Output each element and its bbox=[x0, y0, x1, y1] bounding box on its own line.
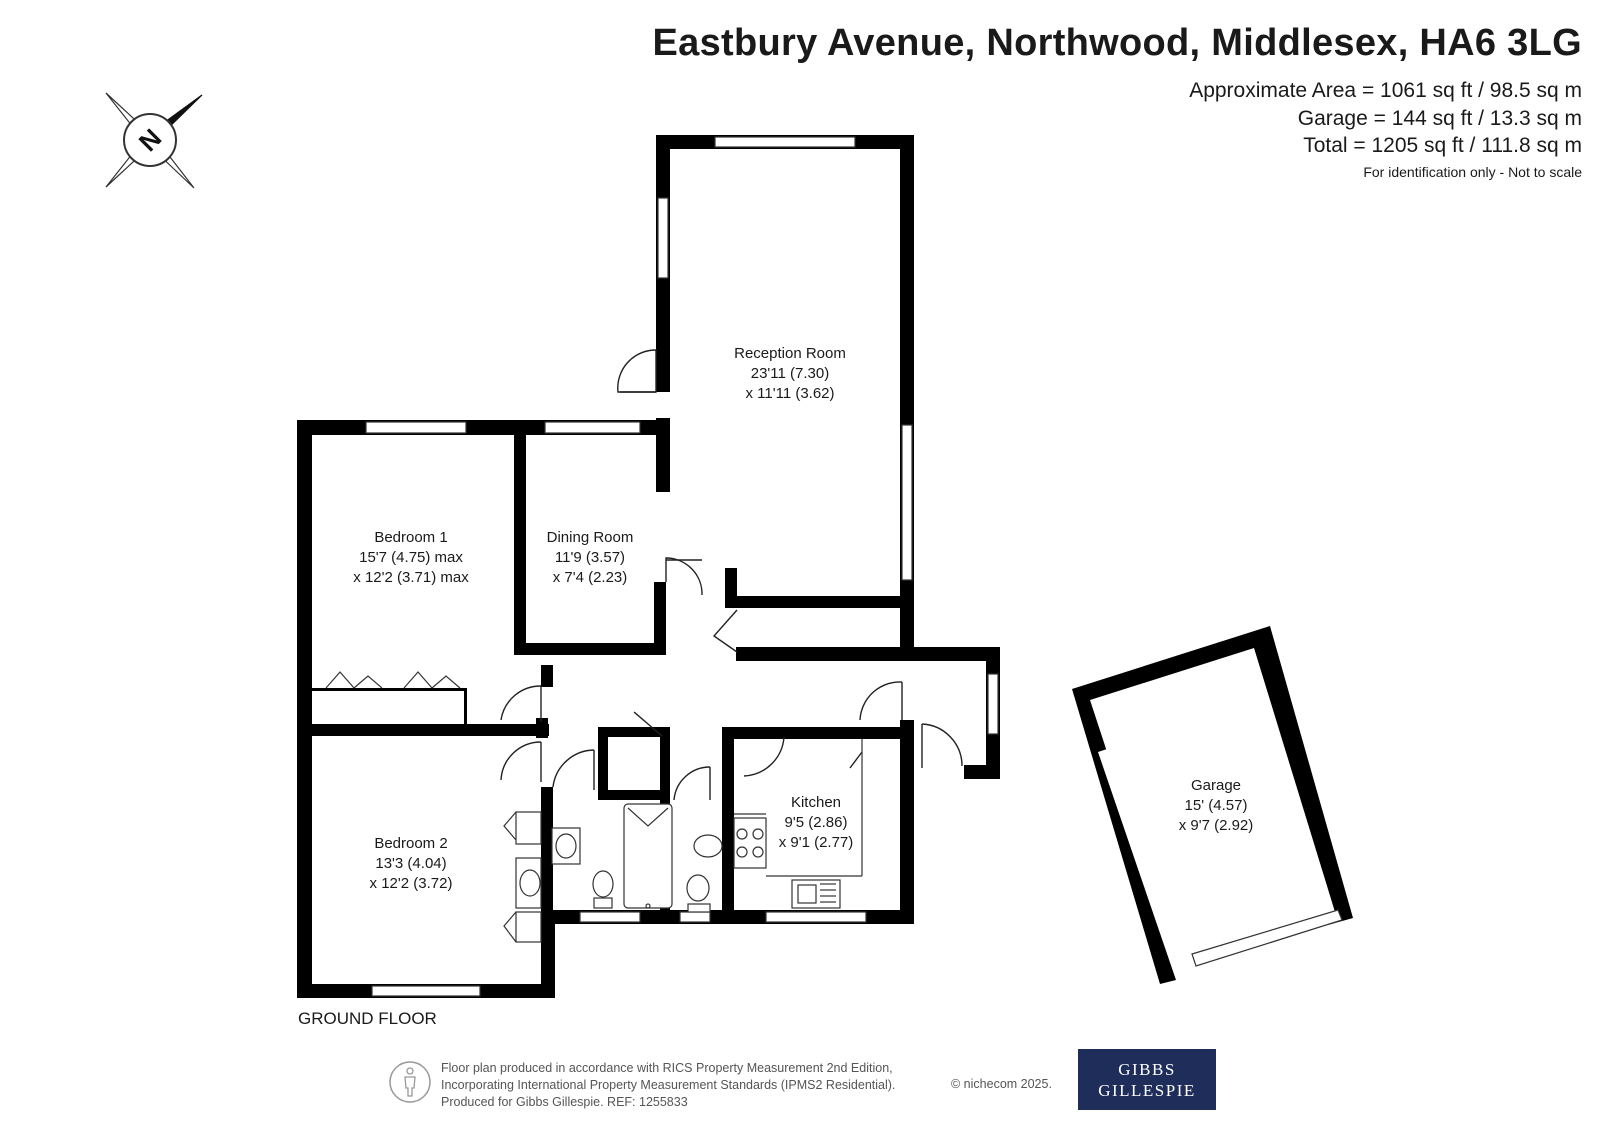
bedroom2-dim2: x 12'2 (3.72) bbox=[370, 875, 453, 892]
north-arrow-icon: N bbox=[105, 92, 203, 189]
reception-room-dim2: x 11'11 (3.62) bbox=[745, 385, 834, 402]
approximate-area: Approximate Area = 1061 sq ft / 98.5 sq … bbox=[1189, 79, 1582, 102]
gibbs-gillespie-logo: GIBBS GILLESPIE bbox=[1078, 1049, 1216, 1110]
property-address-title: Eastbury Avenue, Northwood, Middlesex, H… bbox=[652, 22, 1582, 64]
footer-line-3: Produced for Gibbs Gillespie. REF: 12558… bbox=[441, 1095, 688, 1109]
bedroom1-dim2: x 12'2 (3.71) max bbox=[353, 569, 469, 586]
dining-room-dim2: x 7'4 (2.23) bbox=[553, 569, 628, 586]
room-labels: Reception Room 23'11 (7.30) x 11'11 (3.6… bbox=[353, 345, 1253, 892]
logo-line-1: GIBBS bbox=[1118, 1059, 1176, 1079]
bedroom2-dim1: 13'3 (4.04) bbox=[375, 855, 446, 872]
kitchen-name: Kitchen bbox=[791, 794, 841, 811]
footer-line-1: Floor plan produced in accordance with R… bbox=[441, 1061, 893, 1075]
bedroom1-name: Bedroom 1 bbox=[374, 529, 447, 546]
garage-area: Garage = 144 sq ft / 13.3 sq m bbox=[1297, 106, 1582, 130]
logo-line-2: GILLESPIE bbox=[1098, 1080, 1196, 1100]
windows bbox=[365, 136, 999, 997]
person-scale-icon bbox=[389, 1061, 431, 1103]
copyright-notice: © nichecom 2025. bbox=[951, 1077, 1052, 1091]
dining-room-name: Dining Room bbox=[547, 529, 634, 546]
rics-footer: Floor plan produced in accordance with R… bbox=[441, 1060, 895, 1111]
fixtures bbox=[325, 671, 863, 943]
bedroom1-dim1: 15'7 (4.75) max bbox=[359, 549, 463, 566]
footer-line-2: Incorporating International Property Mea… bbox=[441, 1078, 896, 1092]
ground-floor-label: GROUND FLOOR bbox=[298, 1009, 437, 1028]
kitchen-dim1: 9'5 (2.86) bbox=[785, 814, 848, 831]
garage-dim2: x 9'7 (2.92) bbox=[1179, 817, 1254, 834]
reception-room-name: Reception Room bbox=[734, 345, 846, 362]
doors bbox=[500, 349, 963, 801]
bedroom2-name: Bedroom 2 bbox=[374, 835, 447, 852]
scale-note: For identification only - Not to scale bbox=[1363, 163, 1582, 180]
total-area: Total = 1205 sq ft / 111.8 sq m bbox=[1303, 134, 1582, 157]
kitchen-dim2: x 9'1 (2.77) bbox=[779, 834, 854, 851]
dining-room-dim1: 11'9 (3.57) bbox=[555, 549, 625, 566]
garage-dim1: 15' (4.57) bbox=[1185, 797, 1248, 814]
garage-block bbox=[1072, 626, 1353, 984]
area-summary: Approximate Area = 1061 sq ft / 98.5 sq … bbox=[1189, 77, 1582, 184]
reception-room-dim1: 23'11 (7.30) bbox=[751, 365, 829, 382]
garage-name: Garage bbox=[1191, 777, 1241, 794]
